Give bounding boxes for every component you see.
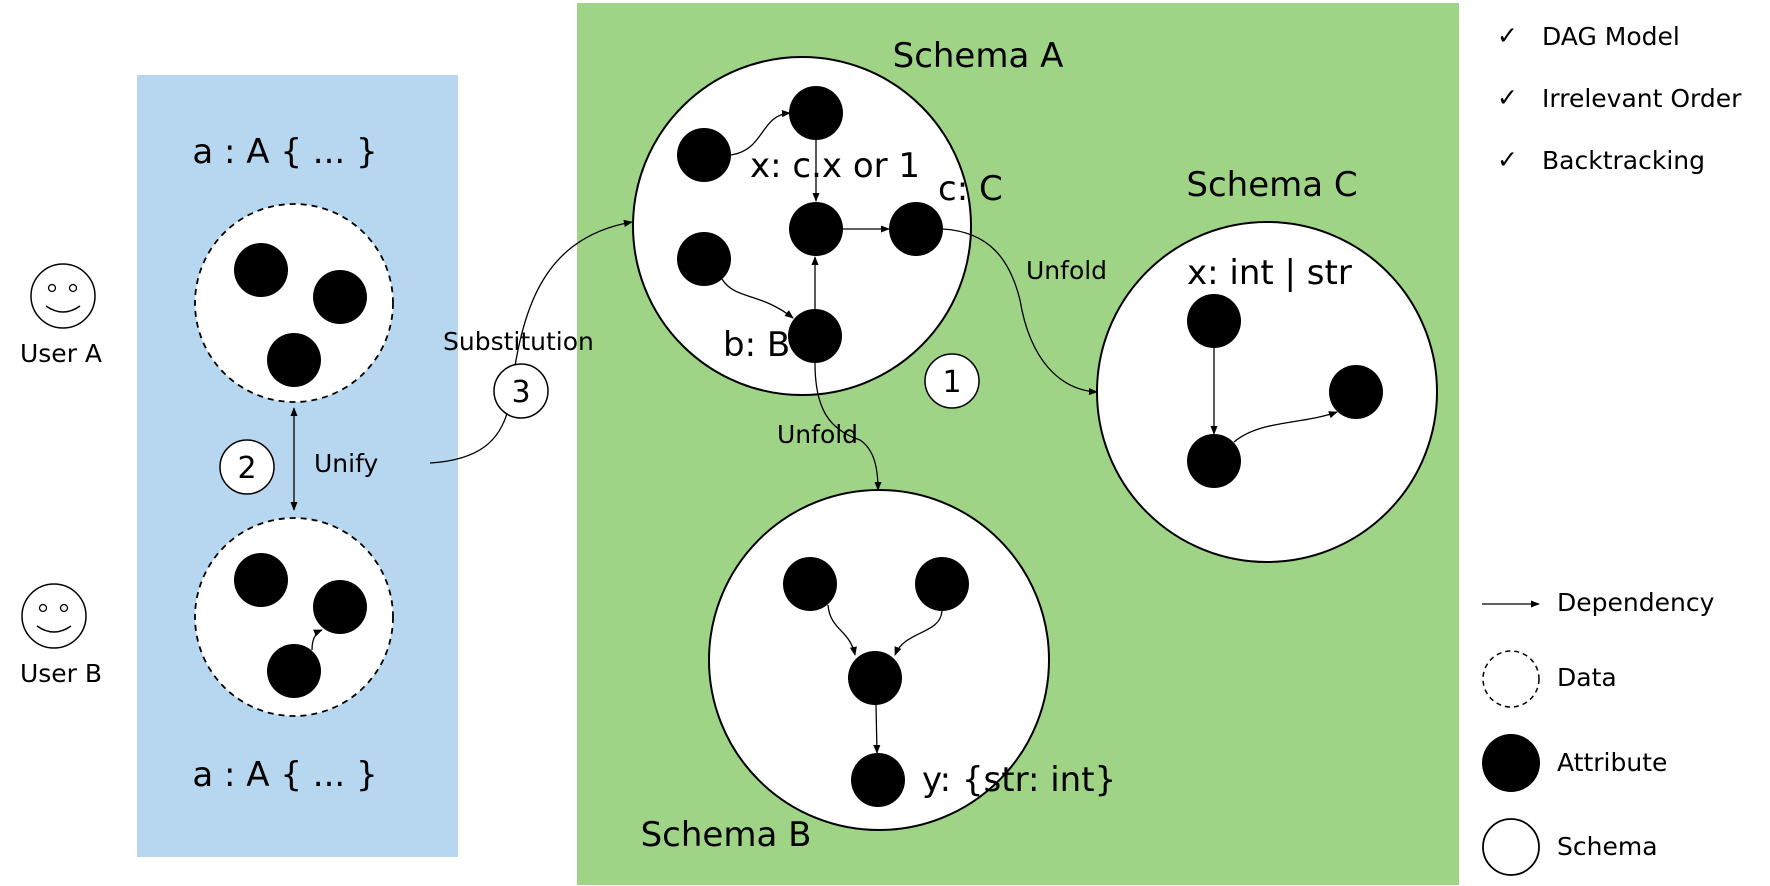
unfold-b-label: Unfold	[777, 420, 858, 449]
attribute-node	[313, 270, 367, 324]
dependency-arrow	[873, 704, 881, 754]
schema-a-b-label: b: B	[723, 325, 790, 365]
dependency-arrow	[721, 278, 794, 319]
dependency-arrow	[1233, 411, 1338, 443]
attribute-node	[848, 651, 902, 705]
legend-attribute-label: Attribute	[1557, 748, 1667, 777]
feature-item: DAG Model	[1542, 22, 1680, 51]
schema-a-x-label: x: c.x or 1	[750, 146, 920, 186]
legend-data-symbol	[1482, 650, 1540, 708]
attribute-node	[1187, 294, 1241, 348]
substitution-label: Substitution	[443, 327, 594, 356]
user-b: User B	[20, 583, 102, 688]
user-b-label: User B	[20, 659, 102, 688]
dependency-arrow	[730, 109, 791, 156]
legend-attribute-symbol	[1482, 734, 1540, 792]
attribute-node	[234, 243, 288, 297]
attribute-node	[1329, 365, 1383, 419]
legend-schema-symbol	[1482, 818, 1540, 876]
attribute-node	[789, 202, 843, 256]
schema-c-title: Schema C	[1186, 165, 1357, 205]
smiley-icon	[21, 583, 87, 649]
smiley-icon	[30, 263, 96, 329]
attribute-node	[915, 557, 969, 611]
data-panel	[137, 75, 458, 857]
check-icon: ✓	[1497, 21, 1518, 50]
attribute-node	[267, 644, 321, 698]
step-2-number: 2	[237, 451, 256, 486]
legend-schema-label: Schema	[1557, 832, 1658, 861]
schema-b-y-label: y: {str: int}	[922, 760, 1116, 800]
schema-a-title: Schema A	[893, 36, 1064, 76]
schema-c-x-label: x: int | str	[1187, 253, 1352, 293]
feature-item: Irrelevant Order	[1542, 84, 1742, 113]
legend-dependency-label: Dependency	[1557, 588, 1715, 617]
user-a: User A	[20, 263, 102, 368]
legend: Dependency Data Attribute Schema	[1482, 588, 1715, 876]
attribute-node	[1187, 434, 1241, 488]
attribute-node	[234, 553, 288, 607]
unify-label: Unify	[314, 449, 378, 478]
attribute-node	[267, 333, 321, 387]
legend-data-label: Data	[1557, 663, 1617, 692]
feature-item: Backtracking	[1542, 146, 1705, 175]
dependency-arrow	[827, 604, 857, 656]
schema-b-title: Schema B	[641, 815, 812, 855]
step-3-number: 3	[511, 375, 530, 410]
check-icon: ✓	[1497, 145, 1518, 174]
attribute-node	[889, 202, 943, 256]
step-1-number: 1	[942, 365, 961, 400]
features-list: ✓ DAG Model ✓ Irrelevant Order ✓ Backtra…	[1497, 21, 1742, 175]
step-3-badge: 3	[493, 363, 549, 419]
check-icon: ✓	[1497, 83, 1518, 112]
attribute-node	[788, 309, 842, 363]
attribute-node	[851, 753, 905, 807]
attribute-node	[313, 580, 367, 634]
user-a-label: User A	[20, 339, 102, 368]
attribute-node	[783, 557, 837, 611]
data-top-label: a : A { ... }	[192, 132, 377, 172]
schema-a-c-label: c: C	[938, 169, 1003, 209]
attribute-node	[789, 86, 843, 140]
unfold-c-label: Unfold	[1026, 256, 1107, 285]
unfold-c-arrow	[942, 228, 1098, 396]
step-1-badge: 1	[924, 353, 980, 409]
dependency-arrow	[894, 610, 943, 656]
unfold-b-arrow	[814, 362, 882, 491]
attribute-node	[677, 232, 731, 286]
dependency-arrow	[311, 629, 323, 651]
attribute-node	[677, 128, 731, 182]
data-bottom-label: a : A { ... }	[192, 755, 377, 795]
schema-c-circle	[1096, 221, 1438, 563]
step-2-badge: 2	[219, 439, 275, 495]
